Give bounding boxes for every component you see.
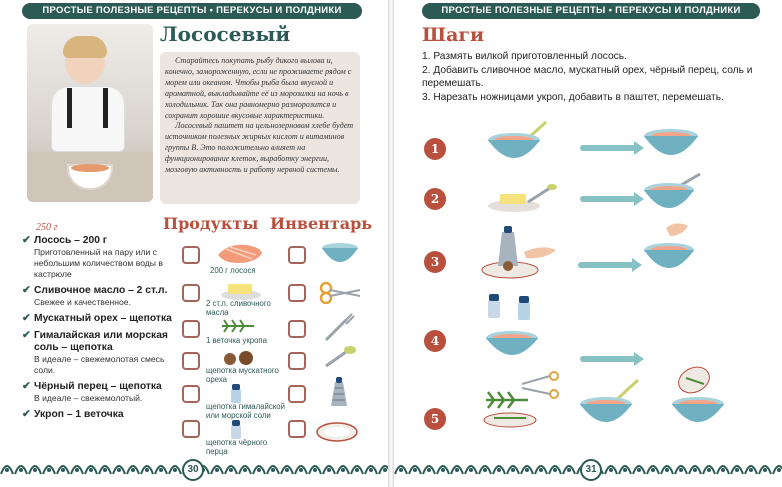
book-spine — [388, 0, 394, 487]
check-icon: ✔ — [22, 381, 31, 392]
check-icon: ✔ — [22, 330, 31, 341]
step-number: 1 — [424, 138, 446, 160]
dill-icon — [222, 319, 254, 333]
step-number: 3 — [424, 251, 446, 273]
product-item: ✔Укроп – 1 веточка — [22, 409, 124, 420]
inventory-checkbox[interactable] — [288, 352, 306, 370]
recipe-intro: Старайтесь покупать рыбу дикого вылова и… — [160, 52, 360, 204]
step-number: 5 — [424, 408, 446, 430]
child-photo — [27, 24, 153, 202]
bowl-with-hand-icon — [644, 223, 694, 268]
nutmeg-icon — [224, 351, 253, 365]
left-page: ПРОСТЫЕ ПОЛЕЗНЫЕ РЕЦЕПТЫ • ПЕРЕКУСЫ И ПО… — [0, 0, 388, 487]
product-label: 2 ст.л. сливочного масла — [206, 299, 271, 317]
spoon-icon — [325, 346, 356, 368]
arrow-icon — [578, 258, 642, 272]
product-item: ✔Мускатный орех – щепотка — [22, 313, 172, 324]
fork-icon — [324, 313, 355, 342]
product-checkbox[interactable] — [182, 284, 200, 302]
right-page: ПРОСТЫЕ ПОЛЕЗНЫЕ РЕЦЕПТЫ • ПЕРЕКУСЫ И ПО… — [394, 0, 782, 487]
page-number-right: 31 — [580, 459, 602, 481]
check-icon: ✔ — [22, 235, 31, 246]
grater-icon — [331, 377, 347, 406]
product-label: щепотка чёрного перца — [206, 438, 268, 456]
step-text: 2. Добавить сливочное масло, мускатный о… — [422, 65, 753, 89]
bowl-icon — [322, 243, 358, 262]
scissors-icon — [319, 281, 361, 304]
grater-nutmeg-icon — [481, 226, 556, 279]
product-checkbox[interactable] — [182, 320, 200, 338]
page-number-left: 30 — [182, 459, 204, 481]
salt-shaker-icon — [231, 384, 241, 403]
intro-paragraph-1: Старайтесь покупать рыбу дикого вылова и… — [165, 56, 352, 120]
step-text: 1. Размять вилкой приготовленный лосось. — [422, 51, 627, 62]
bowl-with-fork-icon — [488, 120, 548, 158]
product-item: ✔Чёрный перец – щепотка В идеале – свеже… — [22, 381, 162, 403]
product-item: ✔Сливочное масло – 2 ст.л. Свежее и каче… — [22, 285, 168, 307]
header-banner-right: ПРОСТЫЕ ПОЛЕЗНЫЕ РЕЦЕПТЫ • ПЕРЕКУСЫ И ПО… — [422, 3, 760, 19]
butter-with-spoon-icon — [488, 184, 557, 212]
arrow-icon — [580, 192, 644, 206]
product-checkbox[interactable] — [182, 246, 200, 264]
plate-icon — [316, 422, 358, 442]
check-icon: ✔ — [22, 409, 31, 420]
inventory-checkbox[interactable] — [288, 284, 306, 302]
bowl-with-spoon-icon — [580, 378, 640, 422]
product-label: щепотка гималайской или морской соли — [206, 402, 285, 420]
inventory-checkbox[interactable] — [288, 320, 306, 338]
inventory-checkbox[interactable] — [288, 420, 306, 438]
weight-label: 250 г — [36, 222, 58, 233]
dill-scissors-icon — [483, 371, 559, 428]
product-label: щепотка мускатного ореха — [206, 366, 279, 384]
inventory-checkbox[interactable] — [288, 385, 306, 403]
steps-title: Шаги — [422, 24, 485, 46]
product-label: 200 г лосося — [210, 266, 256, 275]
step-number: 4 — [424, 330, 446, 352]
products-heading: Продукты — [163, 214, 259, 233]
product-item: ✔Лосось – 200 г Приготовленный на пару и… — [22, 235, 163, 279]
inventory-heading: Инвентарь — [270, 214, 373, 233]
arrow-icon — [580, 352, 644, 366]
product-checkbox[interactable] — [182, 385, 200, 403]
header-banner-left: ПРОСТЫЕ ПОЛЕЗНЫЕ РЕЦЕПТЫ • ПЕРЕКУСЫ И ПО… — [22, 3, 362, 19]
product-label: 1 веточка укропа — [206, 336, 267, 345]
butter-icon — [221, 284, 261, 300]
intro-paragraph-2: Лососевый паштет на цельнозерновом хлебе… — [165, 121, 354, 175]
bowl-icon — [644, 129, 698, 155]
photo-child-body — [51, 86, 125, 152]
pepper-shaker-icon — [231, 420, 241, 439]
product-list: ✔Лосось – 200 г Приготовленный на пару и… — [22, 235, 174, 426]
check-icon: ✔ — [22, 313, 31, 324]
inventory-checkbox[interactable] — [288, 246, 306, 264]
bowl-with-spoon-icon — [644, 172, 701, 208]
step-number: 2 — [424, 188, 446, 210]
product-item: ✔Гималайская или морская соль – щепотка … — [22, 330, 168, 375]
bowl-with-plate-icon — [672, 366, 724, 422]
product-checkbox[interactable] — [182, 352, 200, 370]
step-text: 3. Нарезать ножницами укроп, добавить в … — [422, 92, 724, 103]
arrow-icon — [580, 141, 644, 155]
salt-pepper-bowl-icon — [486, 294, 538, 355]
salmon-icon — [218, 244, 262, 263]
product-checkbox[interactable] — [182, 420, 200, 438]
check-icon: ✔ — [22, 285, 31, 296]
steps-list: 1. Размять вилкой приготовленный лосось.… — [422, 50, 772, 105]
